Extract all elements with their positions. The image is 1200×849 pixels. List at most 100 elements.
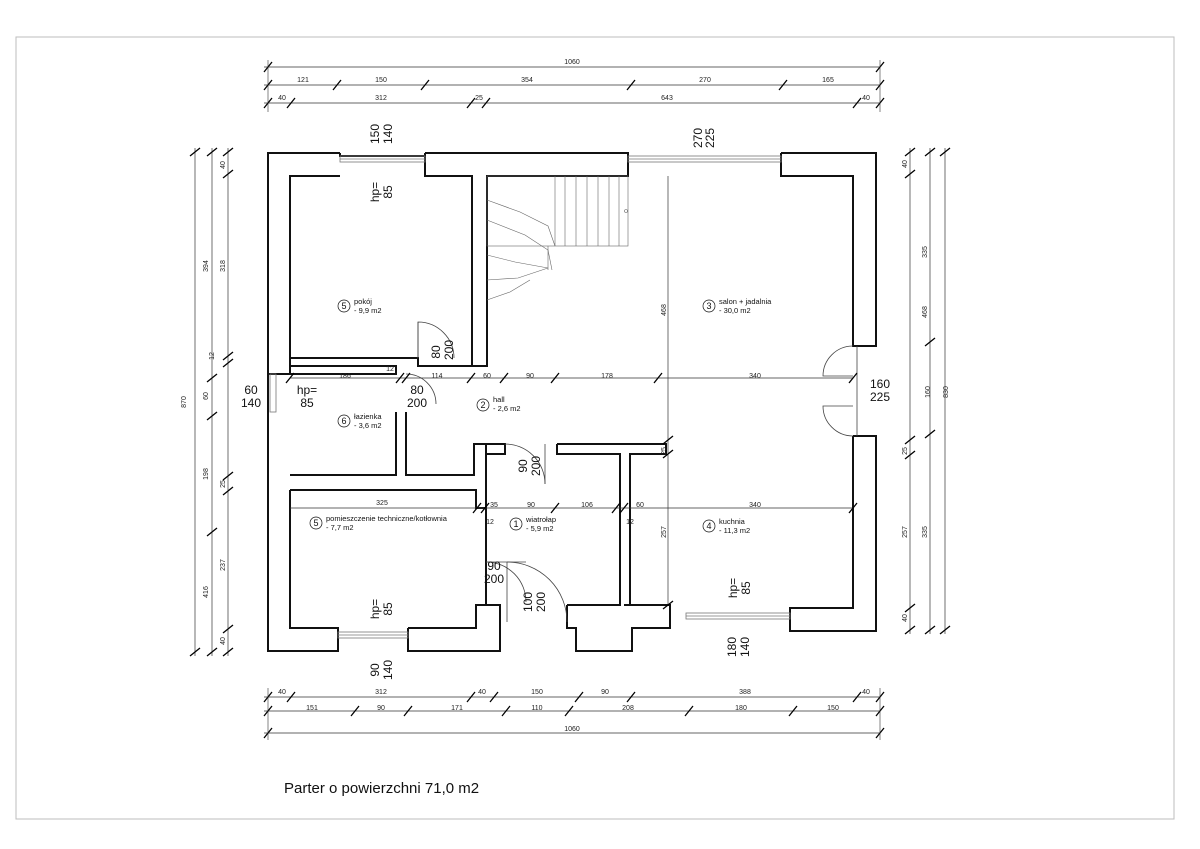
bottom-dim-11: 110 [531, 705, 542, 712]
right-dimensions: 40 335 25 335 257 40 468 160 830 [902, 147, 951, 635]
left-dim-a3: 198 [203, 468, 210, 480]
top-dim-1: 121 [297, 77, 309, 84]
opening-11-width: 180 [725, 637, 739, 657]
left-dim-b3: 12 [209, 352, 216, 360]
bottom-dim-12: 208 [622, 705, 634, 712]
int-dim-h6: 178 [601, 373, 613, 380]
top-dimensions: 1060 121 150 354 270 165 40 312 25 643 4… [263, 59, 885, 112]
room-labels: 5 pokój - 9,9 m2 3 salon + jadalnia - 30… [309, 297, 772, 535]
int-dim-v2: 25 [661, 447, 668, 455]
top-dim-7: 312 [375, 95, 387, 102]
bottom-dim-4: 150 [531, 689, 543, 696]
left-dim-a1: 394 [203, 260, 210, 272]
hp-label-3: hp= [368, 599, 382, 619]
room-techniczne: 5 pomieszczenie techniczne/kotłownia - 7… [309, 514, 448, 532]
bottom-dim-13: 180 [735, 705, 747, 712]
room-name: hall [493, 395, 505, 404]
room-area: - 30,0 m2 [719, 306, 751, 315]
int-dim-h13: 340 [749, 502, 761, 509]
left-dim-b6: 40 [220, 637, 227, 645]
top-dim-8: 25 [475, 95, 483, 102]
room-area: - 9,9 m2 [354, 306, 382, 315]
opening-5-width: 80 [429, 345, 443, 359]
room-name: pokój [354, 297, 372, 306]
hp-value-1: 85 [381, 185, 395, 199]
int-dim-h12: 60 [636, 502, 644, 509]
room-kuchnia: 4 kuchnia - 11,3 m2 [702, 517, 750, 535]
int-dim-h11: 106 [581, 502, 593, 509]
int-dim-h1: 186 [339, 373, 351, 380]
room-wiatrolap: 1 wiatrołap - 5,9 m2 [509, 515, 556, 533]
bottom-overall-dim: 1060 [564, 726, 580, 733]
int-dim-h4: 60 [483, 373, 491, 380]
room-area: - 2,6 m2 [493, 404, 521, 413]
int-dim-h10: 90 [527, 502, 535, 509]
stairs [486, 175, 629, 301]
opening-4-height: 140 [241, 396, 261, 410]
top-dim-5: 165 [822, 77, 834, 84]
bottom-dim-8: 151 [306, 705, 318, 712]
hp-label-1: hp= [368, 182, 382, 202]
room-name: pomieszczenie techniczne/kotłownia [326, 514, 448, 523]
room-salon: 3 salon + jadalnia - 30,0 m2 [702, 297, 772, 315]
top-dim-6: 40 [278, 95, 286, 102]
right-dim-b3: 25 [902, 447, 909, 455]
room-hall: 2 hall - 2,6 m2 [476, 395, 521, 413]
bottom-dim-7: 40 [862, 689, 870, 696]
room-name: łazienka [354, 412, 382, 421]
room-number: 3 [706, 301, 711, 311]
hp-value-2: 85 [300, 396, 314, 410]
left-dim-b4: 25 [220, 480, 227, 488]
right-dim-a2: 160 [925, 386, 932, 398]
bottom-dim-5: 90 [601, 689, 609, 696]
int-dim-h5: 90 [526, 373, 534, 380]
left-dim-b1: 40 [220, 161, 227, 169]
room-name: kuchnia [719, 517, 746, 526]
top-dim-3: 354 [521, 77, 533, 84]
top-dim-9: 643 [661, 95, 673, 102]
top-dim-4: 270 [699, 77, 711, 84]
left-dimensions: 870 394 60 198 416 40 318 12 25 237 40 [181, 147, 234, 657]
left-dim-a2: 60 [203, 392, 210, 400]
bottom-dim-10: 171 [451, 705, 463, 712]
int-dim-v5: 12 [626, 519, 634, 526]
room-number: 2 [480, 400, 485, 410]
hp-value-3: 85 [381, 602, 395, 616]
int-dim-h9: 35 [490, 502, 498, 509]
opening-9-width: 100 [521, 592, 535, 612]
room-area: - 7,7 m2 [326, 523, 354, 532]
int-dim-v4: 12 [486, 519, 494, 526]
room-area: - 5,9 m2 [526, 524, 554, 533]
int-dim-v3: 257 [661, 526, 668, 538]
top-dim-2: 150 [375, 77, 387, 84]
left-dim-b2: 318 [220, 260, 227, 272]
opening-10-height: 140 [381, 660, 395, 680]
interior-dimensions: 186 12 114 60 90 178 340 325 35 90 106 6… [285, 176, 858, 610]
opening-1-height: 140 [381, 124, 395, 144]
opening-8-width: 90 [487, 559, 501, 573]
int-dim-h7: 340 [749, 373, 761, 380]
hp-label-4: hp= [726, 578, 740, 598]
right-dim-b6: 40 [902, 614, 909, 622]
bottom-dim-14: 150 [827, 705, 839, 712]
left-dim-b5: 237 [220, 559, 227, 571]
room-number: 1 [513, 519, 518, 529]
opening-2-height: 225 [703, 128, 717, 148]
right-dim-b5: 257 [902, 526, 909, 538]
room-lazienka: 6 łazienka - 3,6 m2 [337, 412, 382, 430]
opening-6-width: 80 [410, 383, 424, 397]
int-dim-h2: 12 [386, 366, 394, 373]
opening-8-height: 200 [484, 572, 504, 586]
walls [267, 152, 877, 652]
opening-3-height: 225 [870, 390, 890, 404]
opening-6-height: 200 [407, 396, 427, 410]
top-dim-10: 40 [862, 95, 870, 102]
room-area: - 11,3 m2 [719, 526, 750, 535]
windows [269, 155, 791, 639]
opening-11-height: 140 [738, 637, 752, 657]
room-number: 6 [341, 416, 346, 426]
hp-label-2: hp= [297, 383, 317, 397]
int-dim-v1: 468 [661, 304, 668, 316]
